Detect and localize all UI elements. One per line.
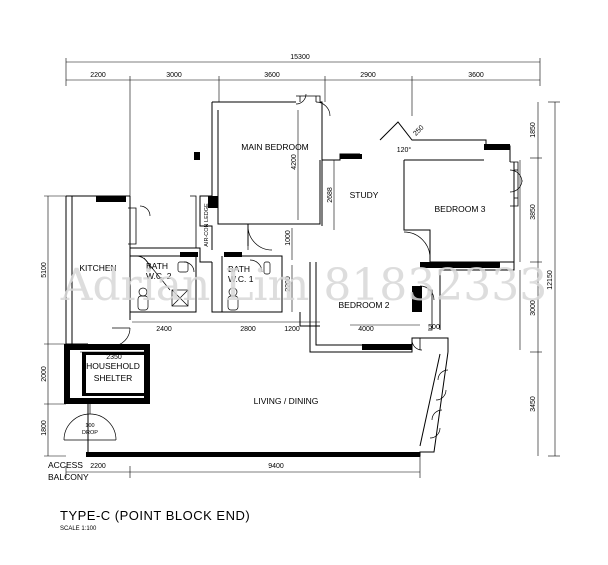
dim-right-inner-top: 1850 [530,122,537,138]
door-swings [63,93,523,441]
label-refuse-line1: 100 [85,423,94,429]
dimension-lines [44,58,560,478]
room-bath-2-line1: BATH [146,261,168,271]
room-bath-2-line2: W.C. 2 [146,271,172,281]
dim-passage: 1000 [285,230,292,246]
dim-mid-5: 500 [428,324,440,331]
dim-right-3: 3450 [530,396,537,412]
room-main-bedroom: MAIN BEDROOM [241,142,309,152]
bathroom-fixtures [137,257,271,311]
dim-bath1-depth: 2200 [285,276,292,292]
dim-right-1: 3850 [530,204,537,220]
dim-mid-4: 4000 [358,326,374,333]
walls [64,101,515,457]
dim-right-2: 3000 [530,300,537,316]
room-shelter-line1: HOUSEHOLD [86,361,140,371]
room-kitchen: KITCHEN [79,263,116,273]
dim-right-total: 12150 [547,270,554,290]
plan-title: TYPE-C (POINT BLOCK END) [60,508,250,523]
dim-window-offset: 250 [412,124,425,137]
room-shelter-line2: SHELTER [94,373,133,383]
dim-study-depth: 2688 [327,187,334,203]
label-access-balcony-line1: ACCESS [48,460,83,470]
room-labels: MAIN BEDROOM STUDY BEDROOM 3 BEDROOM 2 K… [48,142,486,482]
dim-left-1: 5100 [41,262,48,278]
dim-mid-1: 2400 [156,326,172,333]
dim-top-3: 3600 [264,72,280,79]
dim-top-4: 2900 [360,72,376,79]
label-refuse-line2: DROP [82,430,98,436]
dim-top-total: 15300 [290,54,310,61]
dim-top-2: 3000 [166,72,182,79]
watermark: Adrian Lim 81832333 [60,260,548,311]
dim-shelter-width: 2350 [106,354,122,361]
dim-top-1: 2200 [90,72,106,79]
dim-mid-3: 1200 [284,326,300,333]
dim-bottom-2: 9400 [268,463,284,470]
room-bath-1-line2: W.C. 1 [228,274,254,284]
dim-main-bedroom-depth: 4200 [291,154,298,170]
dim-window-angle: 120° [397,146,412,154]
dim-bottom-1: 2200 [90,463,106,470]
scale-note: SCALE 1:100 [60,526,97,532]
label-access-balcony-line2: BALCONY [48,472,89,482]
dim-top-5: 3600 [468,72,484,79]
dim-left-2: 2000 [41,366,48,382]
dim-mid-2: 2800 [240,326,256,333]
dim-left-3: 1800 [41,420,48,436]
room-living-dining: LIVING / DINING [254,396,319,406]
room-bedroom-2: BEDROOM 2 [338,300,389,310]
room-bath-1-line1: BATH [228,264,250,274]
label-air-con-ledge: AIR-CON LEDGE [204,203,210,247]
room-bedroom-3: BEDROOM 3 [434,204,485,214]
windows [128,95,519,350]
room-study: STUDY [350,190,379,200]
